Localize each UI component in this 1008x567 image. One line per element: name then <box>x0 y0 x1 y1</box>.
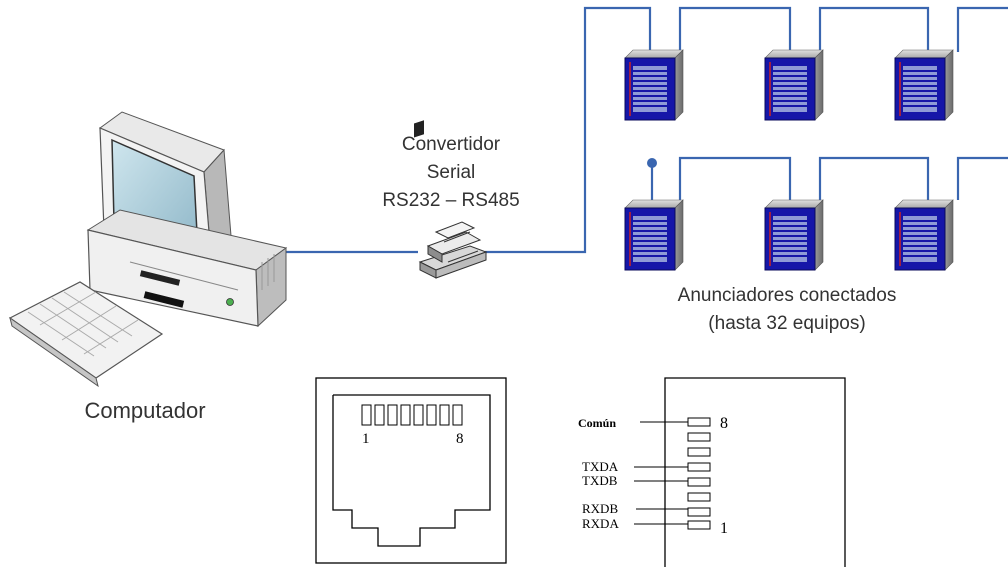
pinout-label-comun: Común <box>578 416 616 430</box>
rj45-pin-first-label: 1 <box>362 431 370 447</box>
rj45-jack-front <box>315 377 507 564</box>
annunciator-device <box>894 49 954 121</box>
annunciators-caption-line1: Anunciadores conectados <box>678 285 897 306</box>
computer-icon <box>8 111 288 388</box>
converter-label-line3: RS232 – RS485 <box>382 190 519 211</box>
converter-icon <box>414 120 488 279</box>
pinout-label-txda: TXDA <box>582 459 619 474</box>
bus-terminator-dot <box>647 158 657 168</box>
annunciators-caption-line2: (hasta 32 equipos) <box>708 313 865 334</box>
pinout-label-rxdb: RXDB <box>582 501 618 516</box>
converter-label-line2: Serial <box>427 162 476 183</box>
rs485-bus <box>283 6 1008 254</box>
annunciator-device <box>764 49 824 121</box>
computer-label: Computador <box>84 398 205 423</box>
annunciator-device <box>764 199 824 271</box>
rj45-pin-last-label: 8 <box>456 431 464 447</box>
annunciator-device <box>624 199 684 271</box>
converter-label-line1: Convertidor <box>402 134 501 155</box>
pinout-top-pin-number: 8 <box>720 415 728 432</box>
pinout-label-txdb: TXDB <box>582 473 618 488</box>
pinout-bottom-pin-number: 1 <box>720 520 728 537</box>
pinout-label-rxda: RXDA <box>582 516 619 531</box>
annunciator-device <box>624 49 684 121</box>
annunciator-device <box>894 199 954 271</box>
rj45-pinout <box>634 377 846 567</box>
